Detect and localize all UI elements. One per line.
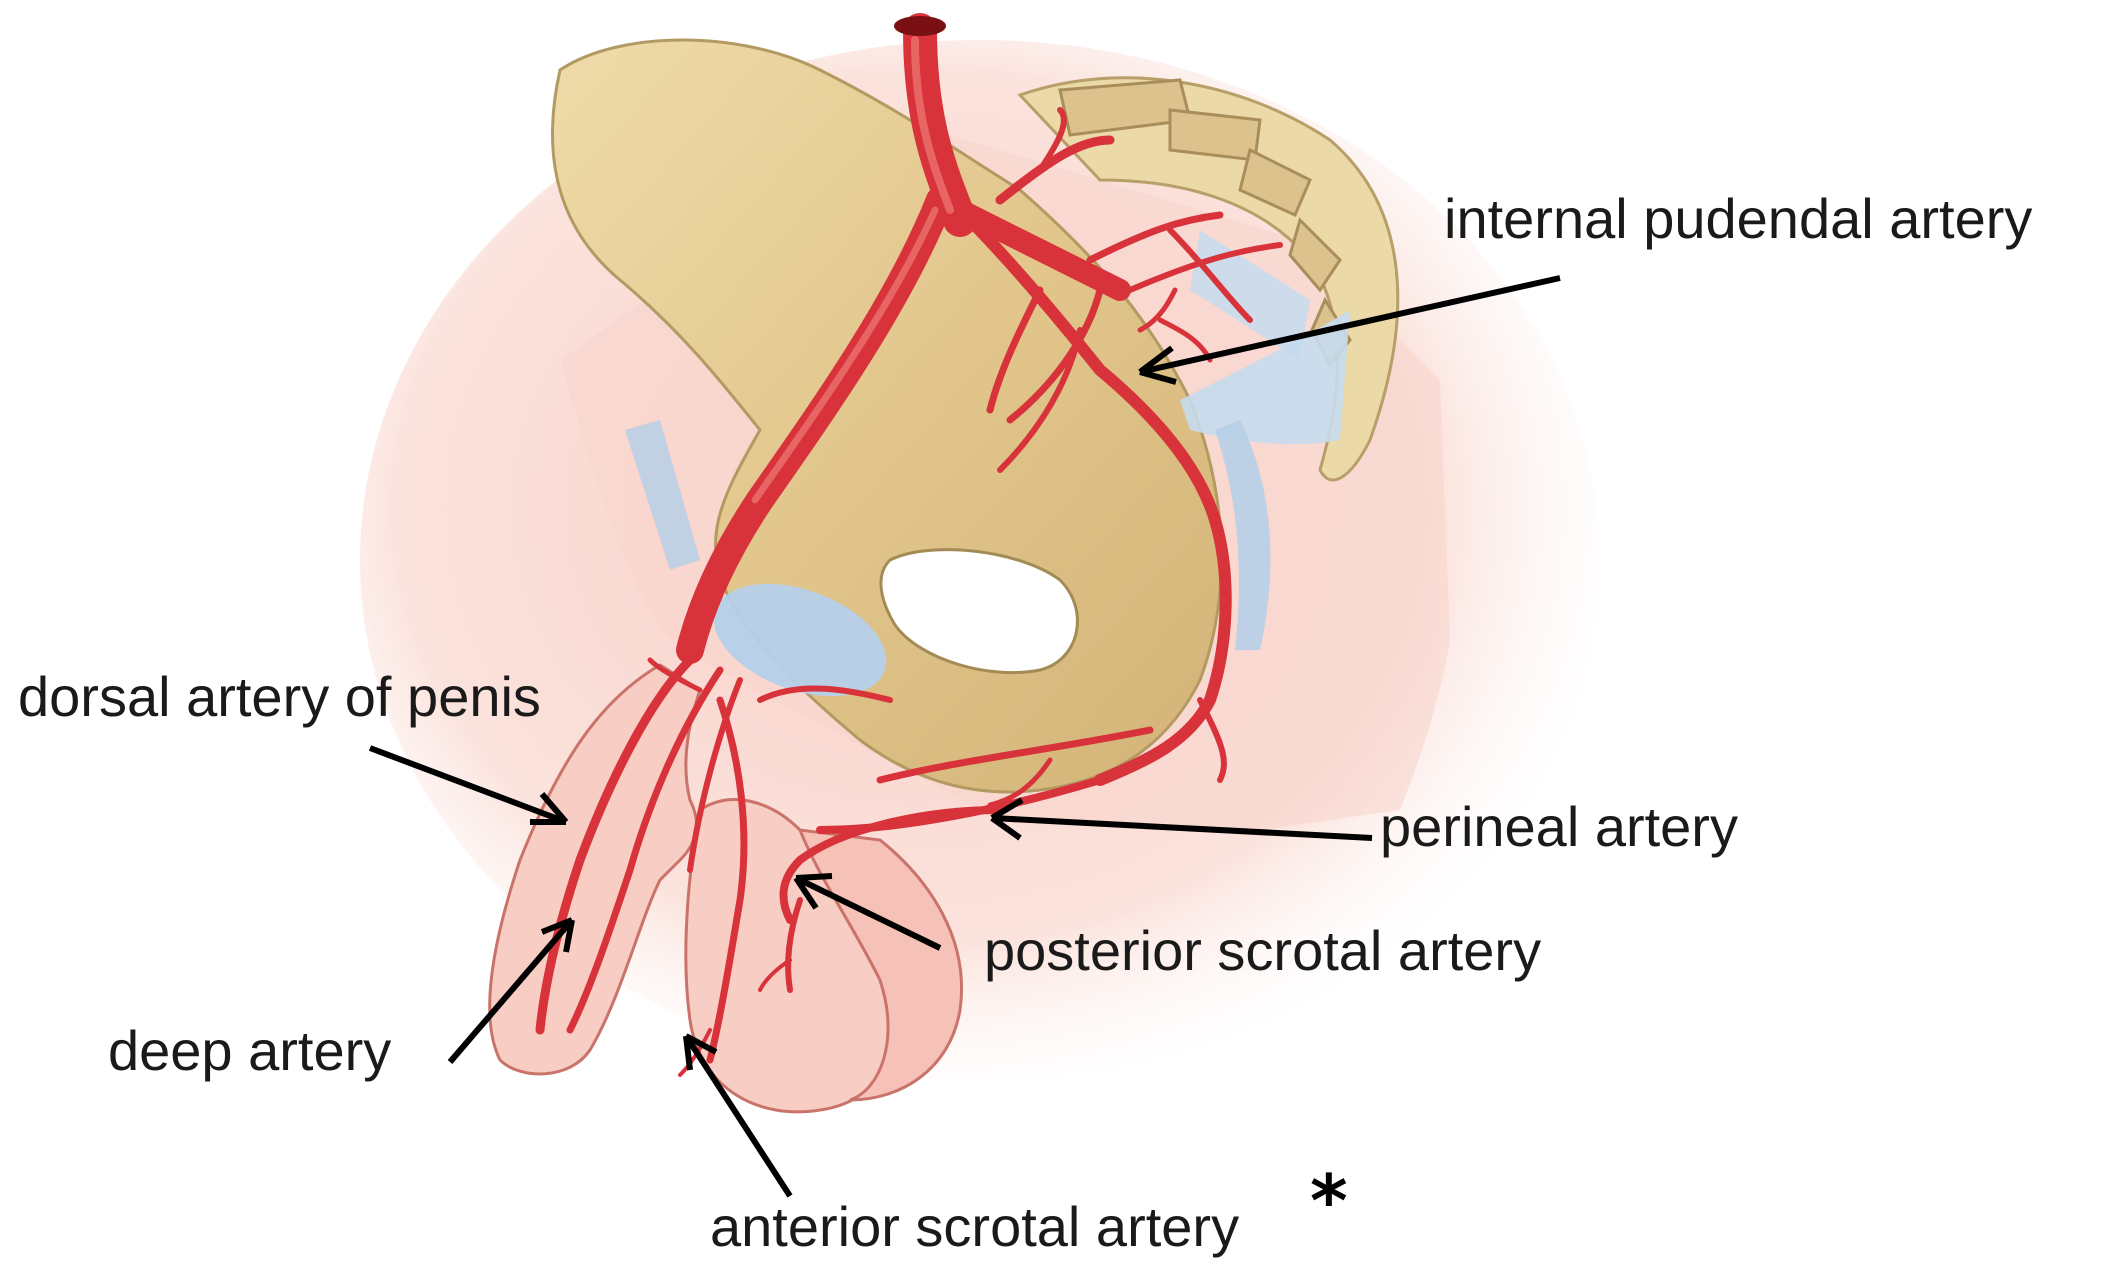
label-dorsal-artery-of-penis: dorsal artery of penis [18,665,541,728]
label-anterior-scrotal-artery: anterior scrotal artery [710,1195,1239,1258]
asterisk-marker: * [1310,1159,1348,1243]
label-perineal-artery: perineal artery [1380,795,1738,858]
label-internal-pudendal-artery: internal pudendal artery [1444,187,2032,250]
aorta-opening [894,16,946,36]
label-deep-artery: deep artery [108,1019,391,1082]
label-posterior-scrotal-artery: posterior scrotal artery [984,919,1541,982]
